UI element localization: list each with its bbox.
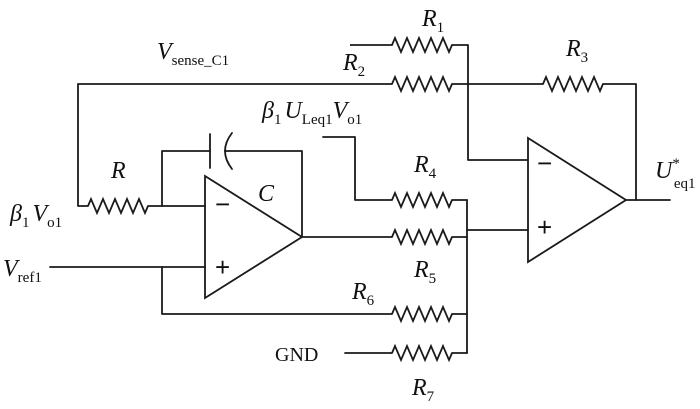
label-v-ref: Vref1 bbox=[3, 256, 42, 286]
resistor-r7 bbox=[391, 343, 453, 363]
resistor-r1 bbox=[350, 35, 468, 55]
op-amp-1-plus-sign: + bbox=[215, 252, 230, 282]
op-amp-2 bbox=[527, 136, 628, 264]
resistor-r5 bbox=[391, 227, 453, 247]
label-r6: R6 bbox=[351, 279, 375, 309]
resistor-r6 bbox=[391, 304, 453, 324]
resistor-r3 bbox=[542, 74, 604, 94]
op-amp-2-plus-sign: + bbox=[537, 212, 552, 242]
op-amp-1-minus-sign: − bbox=[215, 189, 230, 219]
op-amp-1 bbox=[204, 174, 304, 300]
label-r7: R7 bbox=[411, 375, 435, 405]
label-u-out: U*eq1 bbox=[655, 156, 696, 192]
label-r5: R5 bbox=[413, 257, 436, 287]
label-r4: R4 bbox=[413, 152, 437, 182]
resistor-r4 bbox=[391, 190, 453, 210]
label-v-sense: Vsense_C1 bbox=[157, 39, 229, 69]
label-gnd: GND bbox=[275, 344, 318, 366]
resistor-r bbox=[87, 196, 149, 216]
op-amp-2-minus-sign: − bbox=[537, 148, 552, 178]
label-c: C bbox=[258, 181, 275, 207]
label-r: R bbox=[110, 158, 126, 184]
label-r2: R2 bbox=[342, 50, 365, 80]
resistor-r2 bbox=[391, 74, 453, 94]
label-r3: R3 bbox=[565, 36, 588, 66]
wires bbox=[49, 44, 671, 354]
label-r1: R1 bbox=[421, 6, 444, 36]
